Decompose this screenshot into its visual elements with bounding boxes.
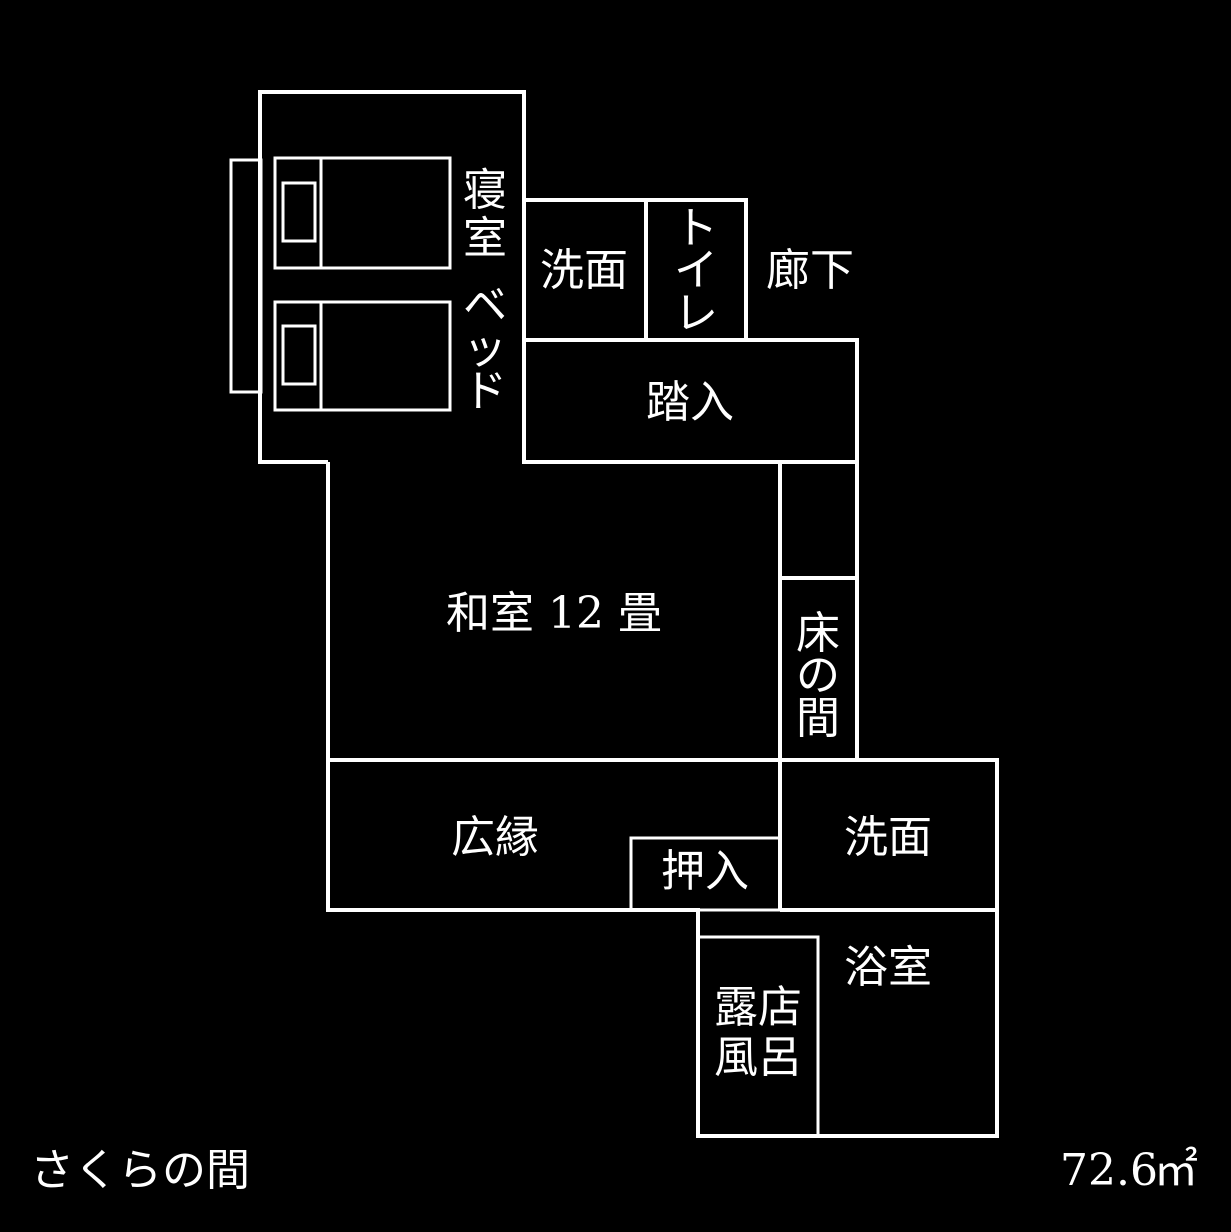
label-washroom-top: 洗面: [540, 245, 628, 296]
label-tokonoma-char-2: の: [796, 650, 840, 701]
pillow-1: [281, 181, 317, 243]
label-toilet-char-3: レ: [674, 288, 718, 339]
bed-2: [273, 300, 452, 412]
room-name: さくらの間: [30, 1145, 250, 1196]
label-corridor: 廊下: [766, 245, 854, 296]
label-washitsu: 和室 12 畳: [446, 588, 662, 639]
label-tokonoma-char-1: 床: [796, 608, 840, 659]
label-oshiire: 押入: [661, 846, 749, 897]
label-rotenburo-line-2: 風呂: [714, 1032, 802, 1083]
label-tokonoma-char-3: 間: [796, 693, 840, 744]
label-toilet-char-1: ト: [674, 203, 718, 254]
label-bedroom-char-1: 寝: [463, 165, 507, 216]
label-rotenburo-line-1: 露店: [714, 982, 802, 1033]
label-bedroom-char-2: 室: [463, 213, 507, 264]
label-bed-char-2: ッ: [463, 323, 507, 374]
label-hiroen: 広縁: [451, 812, 539, 863]
pillow-2: [281, 324, 317, 386]
label-washroom-bottom: 洗面: [844, 812, 932, 863]
area-value: 72.6: [1060, 1145, 1158, 1196]
entrance-room: [522, 338, 859, 464]
label-entrance: 踏入: [646, 377, 734, 428]
label-bed-char-3: ド: [463, 366, 507, 417]
bed-1: [273, 156, 452, 270]
bedroom-outline: [258, 90, 526, 464]
label-bathroom: 浴室: [844, 942, 932, 993]
label-bed-char-1: ベ: [463, 280, 507, 331]
headboard: [229, 158, 263, 394]
rotenburo-area: [696, 935, 820, 1138]
area-unit: ㎡: [1154, 1145, 1198, 1196]
label-toilet-char-2: イ: [674, 245, 718, 296]
oshiire-closet: [629, 836, 782, 912]
